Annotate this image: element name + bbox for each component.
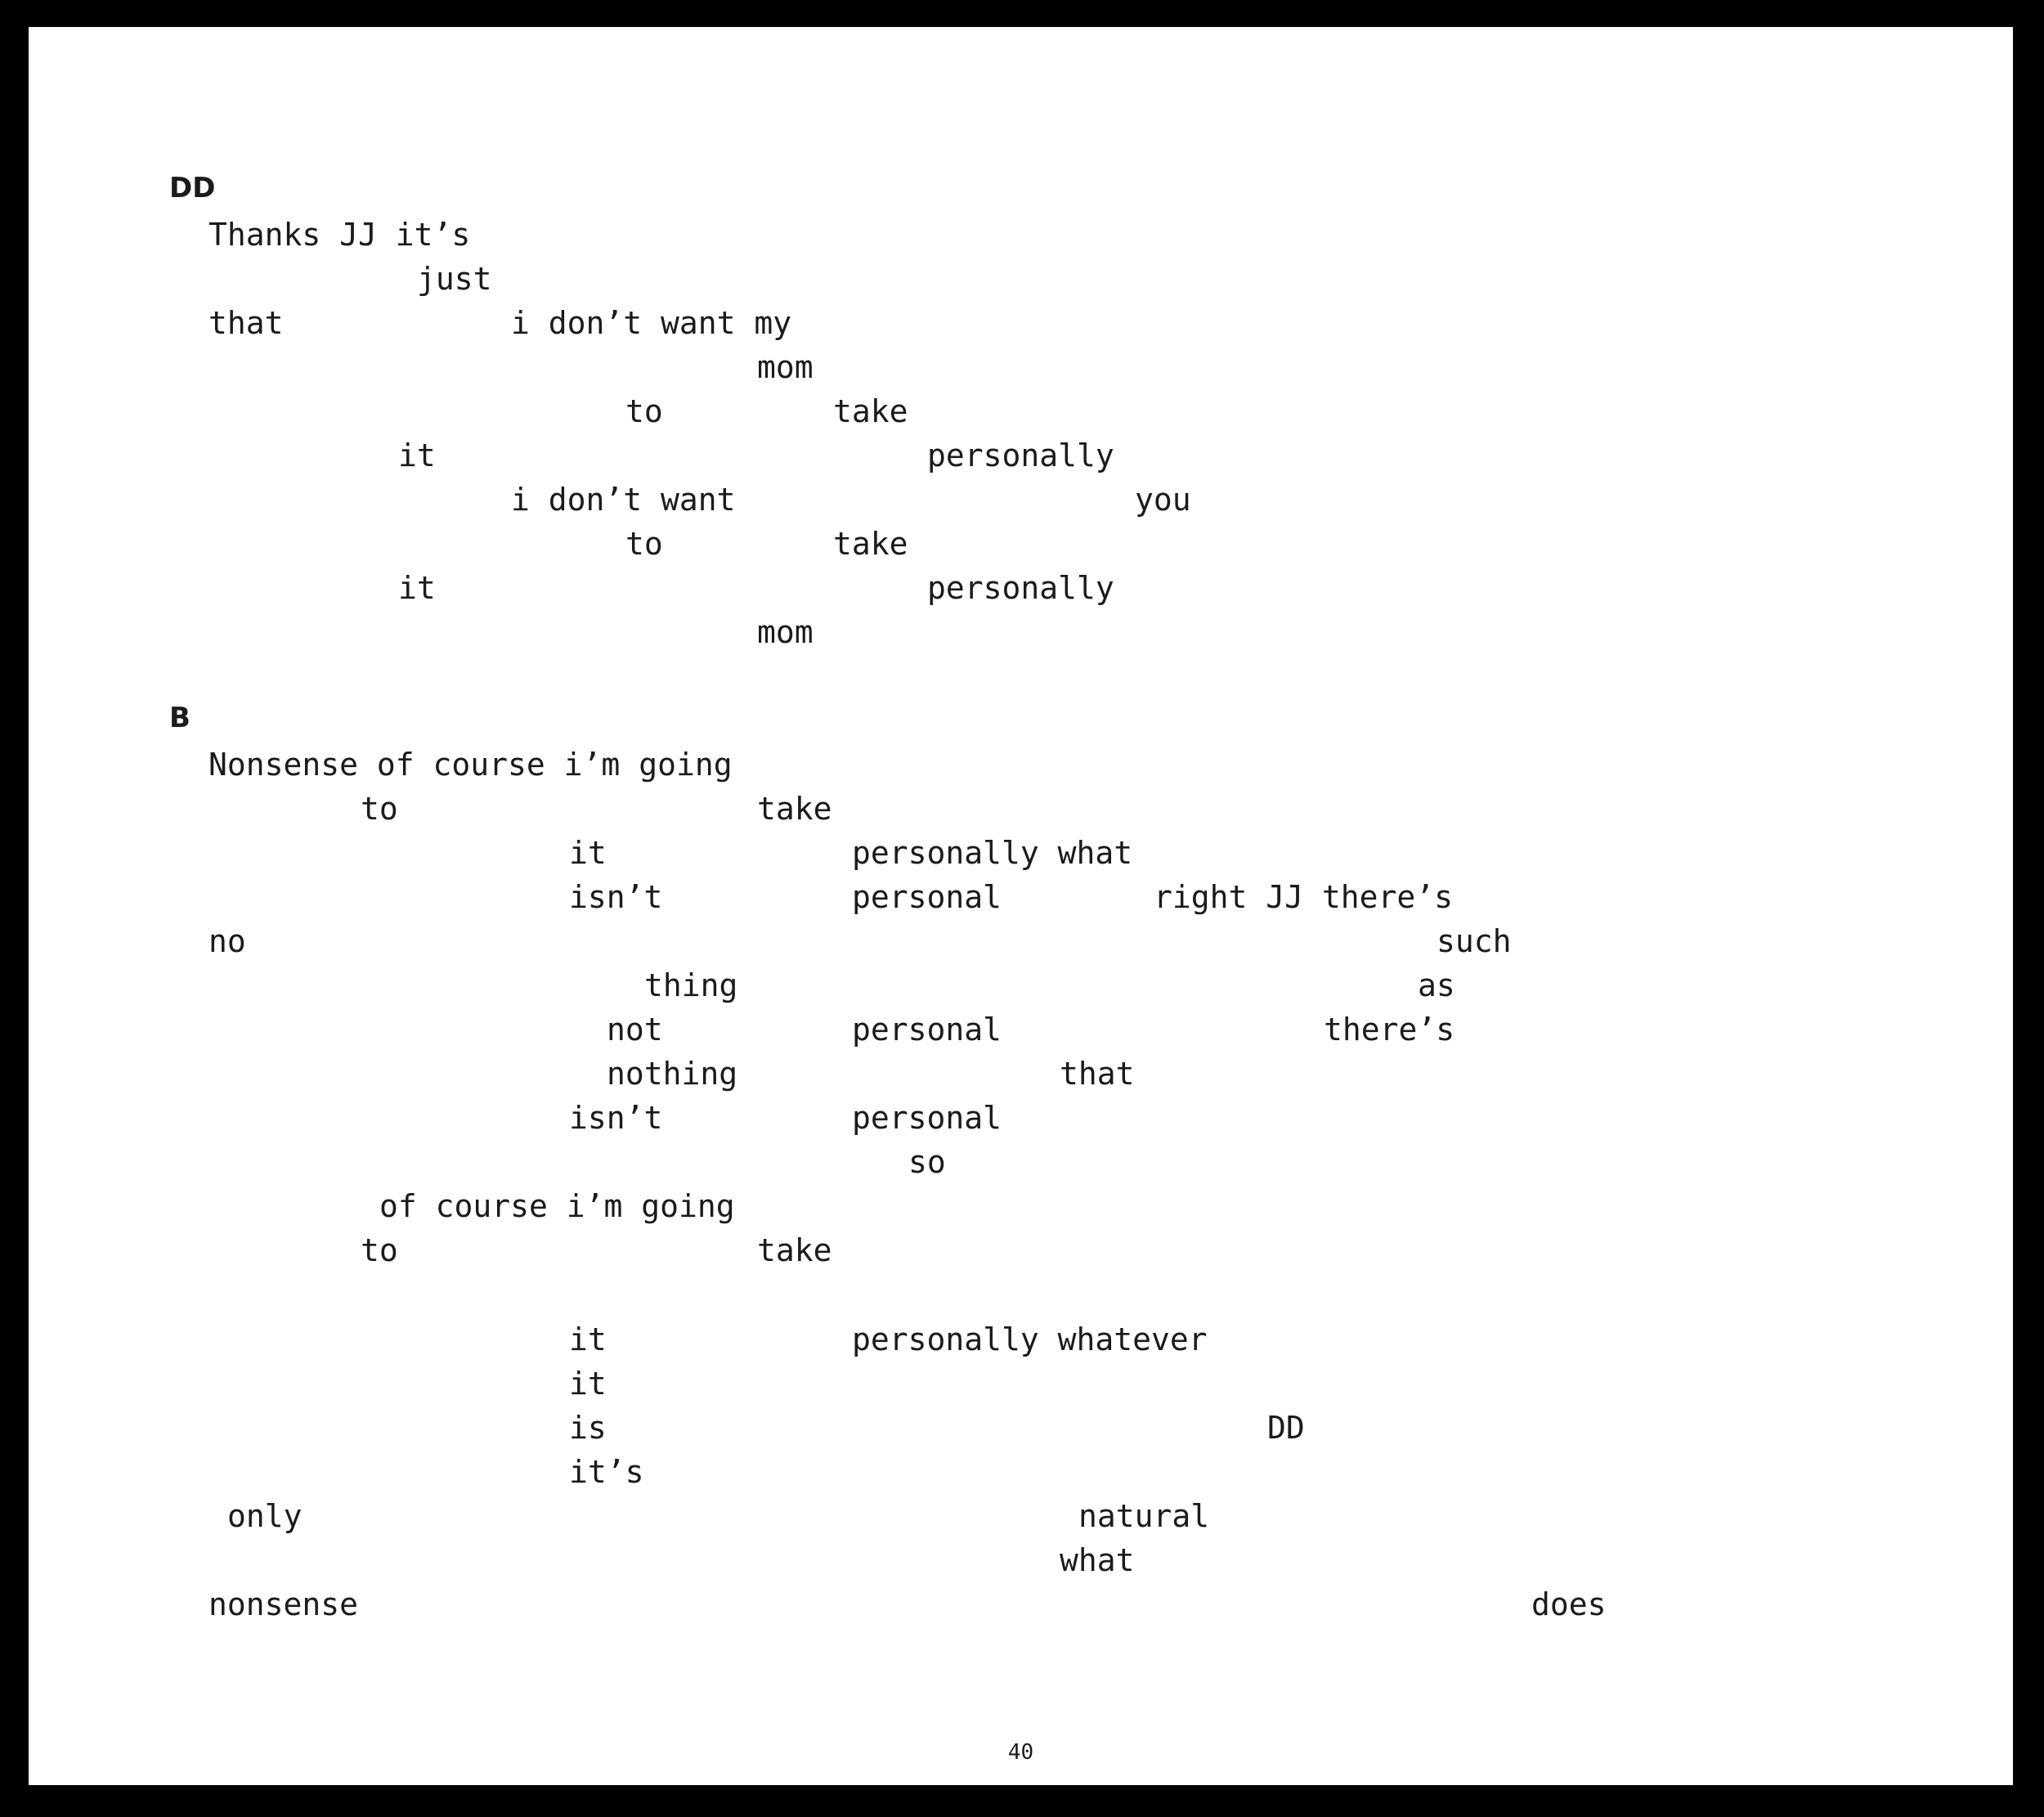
word-group: it [398, 437, 436, 473]
word-group: personally [927, 570, 1114, 606]
word-group: you [1135, 482, 1191, 518]
word-group: of course i’m going [379, 1188, 735, 1224]
word-group: right JJ there’s [1154, 879, 1454, 915]
page-number: 40 [1007, 1740, 1034, 1765]
word-group: thing [644, 967, 738, 1003]
word-group: that [208, 305, 284, 341]
word-group: to [625, 526, 663, 562]
word-group: that [1060, 1056, 1135, 1092]
word-group: natural [1078, 1498, 1210, 1534]
word-group: take [833, 526, 908, 562]
word-group: take [757, 1232, 832, 1268]
word-group: personally whatever [852, 1321, 1208, 1357]
word-group: does [1531, 1586, 1607, 1622]
word-group: so [908, 1144, 946, 1180]
word-group: is [569, 1410, 607, 1446]
word-group: there’s [1324, 1012, 1455, 1048]
word-group: nonsense [208, 1586, 359, 1622]
word-group: i don’t want [511, 482, 736, 518]
word-group: Nonsense of course i’m going [208, 747, 733, 783]
word-group: isn’t [569, 1100, 663, 1136]
word-group: as [1418, 967, 1455, 1003]
word-group: to [361, 1232, 398, 1268]
word-group: to [625, 393, 663, 429]
word-group: personal [852, 879, 1002, 915]
word-group: mom [757, 614, 814, 650]
word-group: Thanks JJ it’s [208, 217, 471, 253]
word-group: it’s [569, 1454, 644, 1490]
word-group: only [227, 1498, 303, 1534]
word-group: nothing [607, 1056, 738, 1092]
word-group: no [208, 923, 246, 959]
word-group: personally what [852, 835, 1133, 871]
word-group: not [607, 1012, 663, 1048]
word-group: isn’t [569, 879, 663, 915]
word-group: it [569, 1321, 607, 1357]
word-group: take [833, 393, 908, 429]
word-group: what [1060, 1542, 1135, 1578]
word-group: DD [1267, 1410, 1305, 1446]
word-group: to [361, 791, 398, 827]
speaker-b: B [169, 702, 191, 734]
word-group: take [757, 791, 832, 827]
word-group: mom [757, 349, 814, 385]
word-group: personal [852, 1100, 1002, 1136]
word-group: personal [852, 1012, 1002, 1048]
page: DD Thanks JJ it’s just that i don’t want… [29, 27, 2013, 1785]
word-group: such [1437, 923, 1512, 959]
word-group: just [417, 261, 492, 297]
word-group: personally [927, 437, 1114, 473]
word-group: i don’t want my [511, 305, 792, 341]
word-group: it [569, 835, 607, 871]
speaker-dd: DD [169, 172, 216, 204]
word-group: it [569, 1366, 607, 1402]
word-group: it [398, 570, 436, 606]
